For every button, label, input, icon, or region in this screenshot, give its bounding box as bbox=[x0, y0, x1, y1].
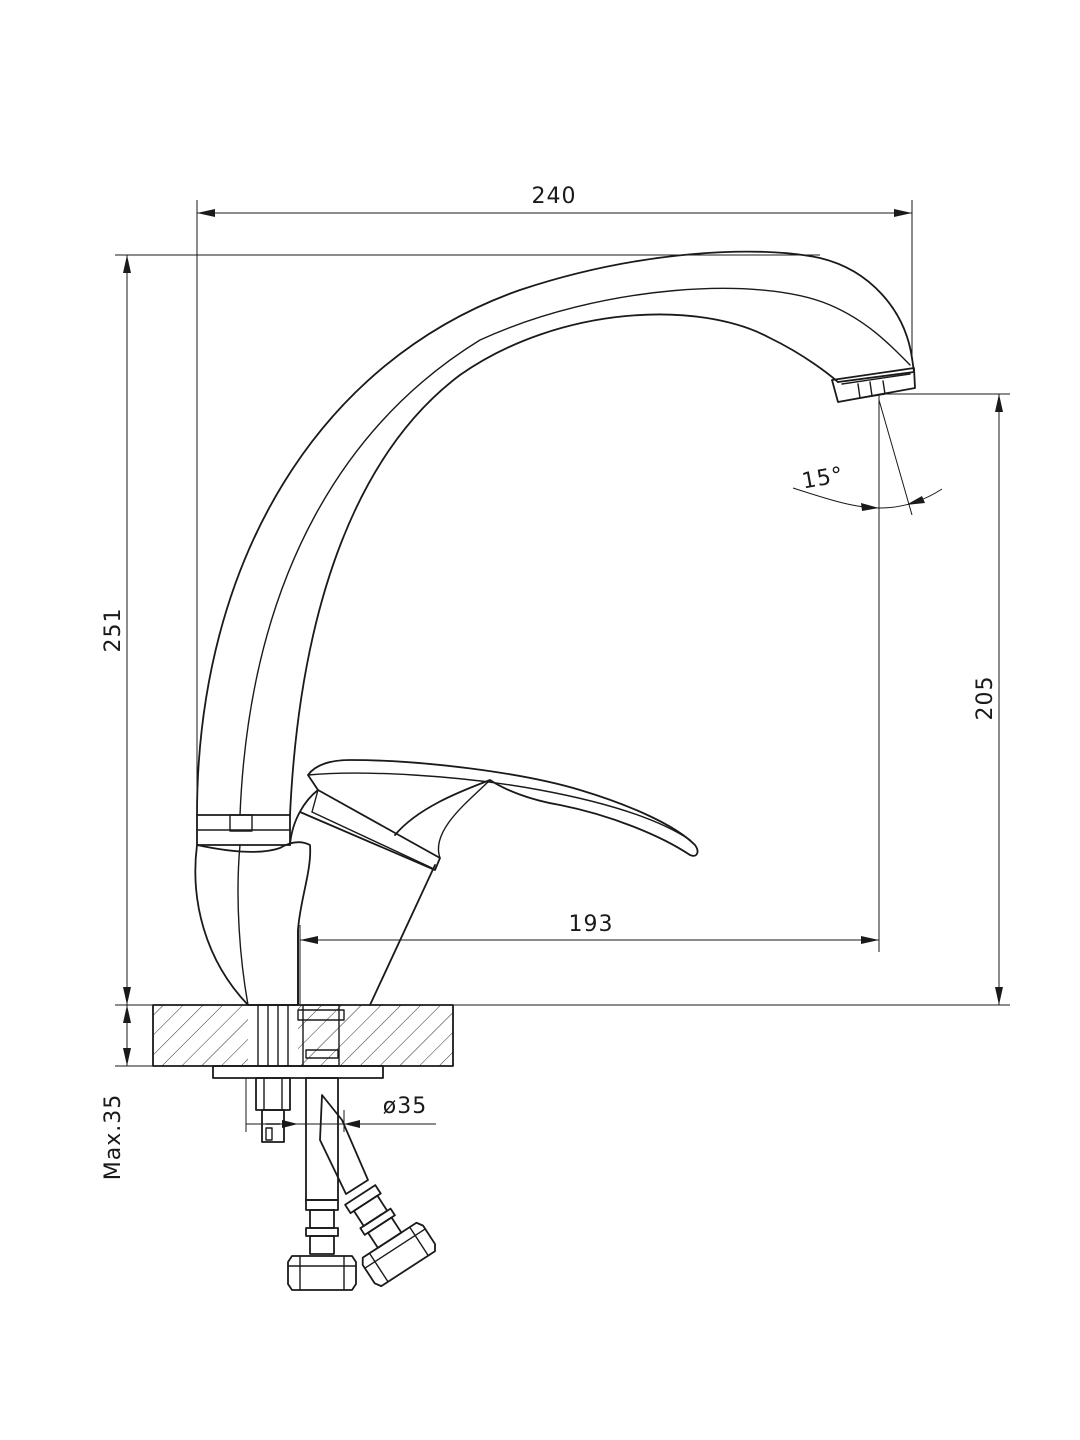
swivel-collar bbox=[196, 814, 291, 846]
dimension-spout-height-label: 205 bbox=[973, 676, 998, 721]
spout-outer-curve bbox=[196, 250, 913, 816]
dimension-total-reach: 240 bbox=[196, 184, 913, 815]
spout-inner-curve bbox=[289, 313, 839, 816]
lever-handle bbox=[307, 759, 699, 859]
cartridge-body bbox=[289, 789, 441, 871]
mounting-stud bbox=[255, 1077, 291, 1143]
countertop bbox=[152, 1004, 454, 1067]
spout-highlight-line bbox=[239, 287, 911, 816]
dimension-spout-reach: 193 bbox=[299, 394, 880, 1005]
dimension-spray-angle: 15° bbox=[792, 399, 943, 516]
mounting-plate bbox=[212, 1065, 384, 1079]
base-right-body bbox=[297, 864, 436, 1006]
base-center-line bbox=[237, 844, 249, 1006]
dimension-spout-reach-label: 193 bbox=[569, 912, 614, 937]
aerator bbox=[831, 367, 916, 403]
base-body bbox=[194, 841, 312, 1006]
hex-nut-straight bbox=[287, 1255, 357, 1291]
dimension-total-height-label: 251 bbox=[101, 608, 126, 653]
dimension-spray-angle-label: 15° bbox=[800, 463, 846, 495]
dimension-hole-diameter-label: ø35 bbox=[383, 1094, 427, 1119]
dimension-max-thickness-label: Max.35 bbox=[101, 1094, 126, 1180]
flex-hose-straight bbox=[287, 1077, 357, 1291]
faucet-outline bbox=[194, 250, 916, 1006]
dimension-max-thickness: Max.35 bbox=[101, 1005, 153, 1180]
dimension-hole-diameter: ø35 bbox=[245, 1078, 436, 1132]
dimension-total-height: 251 bbox=[101, 254, 820, 1006]
hex-nut-angled bbox=[361, 1221, 436, 1288]
dimension-spout-height: 205 bbox=[453, 393, 1010, 1006]
flex-hose-angled bbox=[319, 1094, 436, 1288]
dimension-total-reach-label: 240 bbox=[532, 184, 577, 209]
